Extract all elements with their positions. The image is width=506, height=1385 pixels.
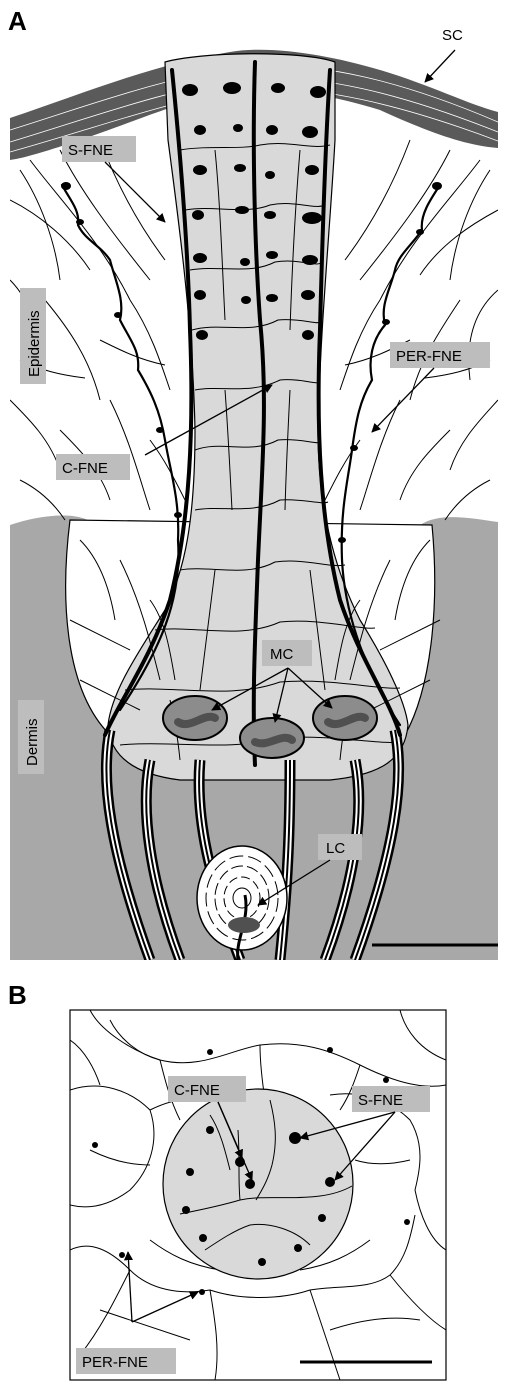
panel-a: A (8, 6, 498, 960)
dome-cross-section (163, 1089, 353, 1279)
label-dermis: Dermis (18, 700, 44, 774)
label-per-fne-a-text: PER-FNE (396, 348, 462, 365)
label-c-fne-b-text: C-FNE (174, 1082, 220, 1099)
label-sc-text: SC (442, 27, 463, 44)
panel-b: B (8, 980, 446, 1380)
label-sc: SC (425, 27, 463, 82)
panel-b-letter: B (8, 980, 27, 1010)
label-mc-text: MC (270, 646, 293, 663)
merkel-cell-left (163, 696, 227, 740)
label-c-fne-a-text: C-FNE (62, 460, 108, 477)
label-epidermis-text: Epidermis (26, 310, 43, 377)
label-epidermis: Epidermis (20, 288, 46, 384)
arrow-s-fne-a (105, 162, 165, 222)
label-per-fne-b-text: PER-FNE (82, 1354, 148, 1371)
merkel-cell-center (240, 718, 304, 758)
arrow-sc (425, 50, 455, 82)
label-dermis-text: Dermis (24, 719, 41, 767)
panel-a-letter: A (8, 6, 27, 36)
label-s-fne-b-text: S-FNE (358, 1092, 403, 1109)
dome-column (108, 54, 408, 780)
label-s-fne-a: S-FNE (62, 136, 165, 222)
label-s-fne-a-text: S-FNE (68, 142, 113, 159)
merkel-cell-right (313, 696, 377, 740)
arrow-per-fne-a (372, 368, 434, 432)
label-lc-text: LC (326, 840, 345, 857)
label-per-fne-a: PER-FNE (372, 342, 490, 432)
